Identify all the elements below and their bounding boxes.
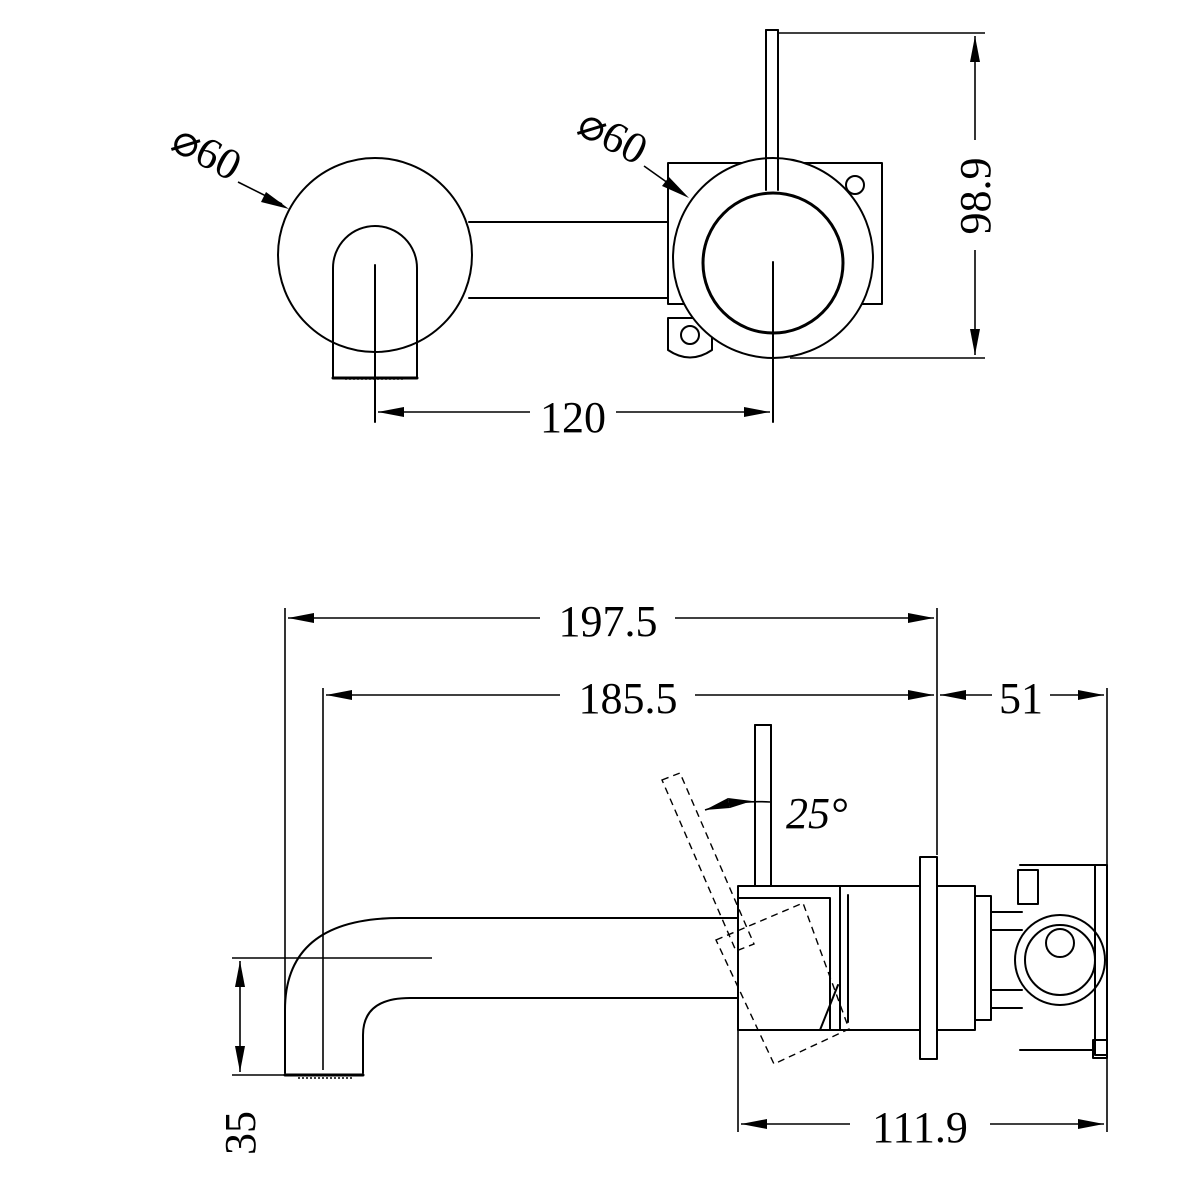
bracket-hole-lower: [680, 325, 700, 345]
spout-outer: [284, 917, 739, 1074]
inlet-connection-core: [1045, 928, 1075, 958]
dimension-mixer-height-label: 98.9: [951, 158, 1000, 235]
side-view: 197.5 185.5 51 25°: [216, 597, 1108, 1155]
dimension-spout-reach: 185.5: [322, 674, 934, 1070]
dimension-mixer-height: 98.9: [778, 32, 1000, 359]
dimension-angle-label: 25°: [786, 789, 848, 838]
leader-mixer-diameter-label: ⌀60: [570, 98, 655, 174]
wall-flange: [919, 856, 938, 1060]
mixer-rear-body: [839, 885, 921, 1031]
inlet-connection-inner: [1024, 924, 1096, 996]
bracket-hole-upper: [845, 175, 865, 195]
dimension-overall-length-label: 197.5: [559, 597, 658, 646]
dimension-spout-height-label: 35: [216, 1111, 265, 1155]
leader-mixer-diameter: ⌀60: [570, 98, 689, 198]
dimension-body-depth: 51: [940, 674, 1108, 1132]
leader-spout-diameter: ⌀60: [164, 114, 289, 209]
mixer-front-body: [737, 885, 841, 1031]
dimension-spout-reach-label: 185.5: [579, 674, 678, 723]
spout-inner: [362, 997, 739, 1074]
dimension-mixer-projection-label: 111.9: [872, 1103, 968, 1152]
dimension-centres: 120: [378, 393, 770, 442]
dimension-body-depth-label: 51: [999, 674, 1043, 723]
dimension-centres-label: 120: [540, 393, 606, 442]
dimension-mixer-projection: 111.9: [737, 1030, 1104, 1152]
spout-outlet: [332, 225, 418, 379]
dimension-spout-height: 35: [216, 957, 432, 1155]
dimension-angle: 25°: [704, 789, 848, 838]
front-view: 120 98.9 ⌀60 ⌀60: [164, 29, 1000, 442]
inlet-connection-outer: [1014, 914, 1106, 1006]
valve-cartridge: [936, 885, 976, 1031]
dimension-overall-length: 197.5: [284, 597, 938, 1070]
handle-rotated-position: [661, 772, 850, 1065]
leader-spout-diameter-label: ⌀60: [164, 114, 249, 190]
